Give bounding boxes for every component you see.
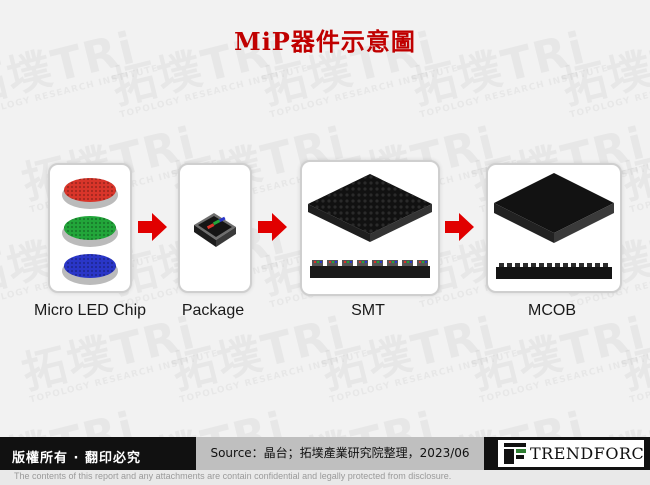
slide: 拓墣TRiTOPOLOGY RESEARCH INSTITUTE拓墣TRiTOP… <box>0 22 650 470</box>
smt-box <box>300 160 440 296</box>
trendforce-mark-icon <box>504 443 526 464</box>
stage-label-package: Package <box>181 302 245 319</box>
package-green-die <box>212 219 221 226</box>
package-box <box>178 163 252 293</box>
stage-label-micro-led-chip: Micro LED Chip <box>33 302 147 319</box>
smt-package-row <box>312 260 428 266</box>
brand-name: TRENDFORCE <box>530 444 650 463</box>
disclaimer-text: The contents of this report and any atta… <box>14 471 452 481</box>
package-illustration <box>194 213 236 247</box>
watermark-logo: 拓墣TRiTOPOLOGY RESEARCH INSTITUTE <box>615 292 650 405</box>
mcob-surface-row <box>499 263 608 267</box>
mcob-side-board <box>496 267 612 279</box>
stage-label-mcob: MCOB <box>528 302 576 319</box>
footer-bar: 版權所有 · 翻印必究 Source：晶台；拓墣產業研究院整理，2023/06 … <box>0 437 650 470</box>
arrow-right-icon <box>258 213 287 241</box>
trendforce-logo: TRENDFORCE <box>498 440 650 467</box>
stage-label-smt: SMT <box>351 302 385 319</box>
arrow-right-icon <box>138 213 167 241</box>
copyright-notice: 版權所有 · 翻印必究 <box>12 451 141 466</box>
package-blue-die <box>218 216 226 223</box>
page-title: MiP器件示意圖 <box>234 27 416 56</box>
mcob-illustration <box>494 173 614 279</box>
package-red-die <box>206 223 215 230</box>
mcob-box <box>486 163 622 293</box>
micro-led-chips-illustration <box>62 178 118 285</box>
smt-illustration <box>308 174 432 278</box>
micro-led-chip-box <box>48 163 132 293</box>
source-note: Source：晶台；拓墣產業研究院整理，2023/06 <box>196 437 484 470</box>
arrow-right-icon <box>445 213 474 241</box>
smt-side-board <box>310 266 430 278</box>
